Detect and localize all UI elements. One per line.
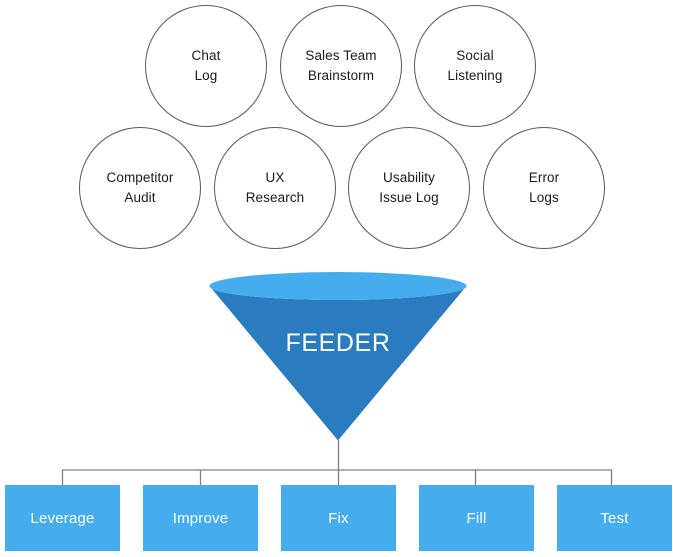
source-circle-label: Chat Log [191, 48, 221, 83]
funnel-opening [209, 272, 467, 300]
source-circle-sales-team-brainstorm[interactable]: Sales Team Brainstorm [280, 5, 402, 127]
source-circle-label: Sales Team Brainstorm [305, 48, 377, 83]
source-circle-label: Error Logs [528, 170, 560, 205]
outcome-box-label: Improve [172, 509, 229, 527]
source-circle-label: Social Listening [447, 48, 503, 83]
outcome-box-label: Fill [466, 509, 487, 527]
source-circle-chat-log[interactable]: Chat Log [145, 5, 267, 127]
connector-lines [61, 440, 613, 485]
outcome-box-leverage[interactable]: Leverage [5, 485, 120, 551]
outcome-box-label: Test [600, 509, 629, 527]
source-circle-social-listening[interactable]: Social Listening [414, 5, 536, 127]
outcome-box-fill[interactable]: Fill [419, 485, 534, 551]
source-circle-label: Usability Issue Log [379, 170, 439, 205]
outcome-box-fix[interactable]: Fix [281, 485, 396, 551]
source-circle-competitor-audit[interactable]: Competitor Audit [79, 127, 201, 249]
source-circle-label: Competitor Audit [106, 170, 174, 205]
funnel-body [209, 286, 467, 441]
outcome-box-improve[interactable]: Improve [143, 485, 258, 551]
funnel-cone-icon [209, 272, 467, 441]
funnel-shape[interactable]: FEEDER [209, 272, 467, 442]
outcome-box-label: Fix [328, 509, 349, 527]
outcome-box-test[interactable]: Test [557, 485, 672, 551]
source-circle-label: UX Research [245, 170, 305, 205]
source-circle-usability-issue-log[interactable]: Usability Issue Log [348, 127, 470, 249]
source-circle-error-logs[interactable]: Error Logs [483, 127, 605, 249]
outcome-box-label: Leverage [30, 509, 95, 527]
source-circle-ux-research[interactable]: UX Research [214, 127, 336, 249]
